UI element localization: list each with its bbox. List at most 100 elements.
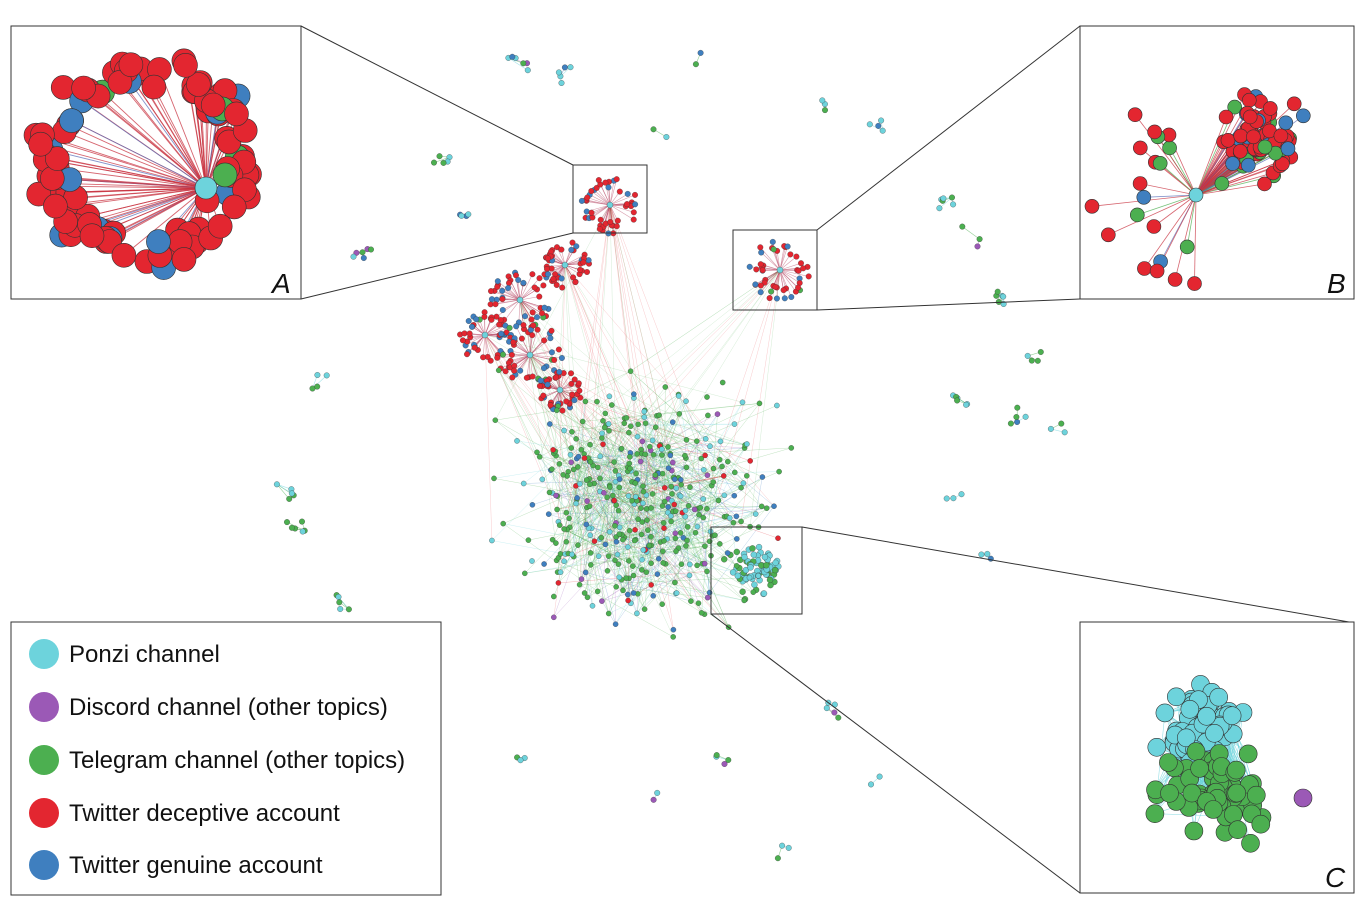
graph-node xyxy=(604,494,610,501)
graph-edge xyxy=(484,334,488,357)
graph-edge xyxy=(503,405,777,524)
graph-node xyxy=(642,451,648,458)
graph-node xyxy=(578,576,585,582)
graph-edge xyxy=(642,521,754,593)
graph-node xyxy=(750,551,757,558)
legend-label-telegram: Telegram channel (other topics) xyxy=(69,747,405,774)
graph-node xyxy=(511,367,518,374)
graph-node xyxy=(757,261,764,268)
graph-node xyxy=(650,796,657,803)
graph-node xyxy=(1182,783,1202,803)
graph-node xyxy=(545,271,551,278)
graph-node xyxy=(610,492,616,499)
graph-node xyxy=(494,278,501,285)
graph-node xyxy=(221,194,247,220)
graph-node xyxy=(541,365,547,372)
graph-node xyxy=(710,479,717,485)
graph-edge xyxy=(496,299,521,317)
graph-node xyxy=(648,560,654,566)
graph-node xyxy=(1000,293,1007,300)
graph-node xyxy=(508,351,515,358)
graph-node xyxy=(431,159,437,166)
graph-node xyxy=(584,269,590,275)
graph-node xyxy=(583,477,590,483)
graph-node xyxy=(584,594,591,601)
graph-node xyxy=(781,295,788,302)
graph-edge xyxy=(701,414,718,613)
graph-edge xyxy=(624,537,720,545)
graph-node xyxy=(1152,156,1168,171)
graph-node xyxy=(634,433,641,440)
graph-node xyxy=(207,213,233,239)
graph-edge xyxy=(519,299,706,456)
graph-edge xyxy=(579,445,660,585)
graph-node xyxy=(687,561,693,568)
graph-node xyxy=(1238,744,1258,764)
graph-node xyxy=(1205,723,1224,743)
graph-node xyxy=(768,288,775,295)
graph-edge xyxy=(630,563,666,604)
graph-node xyxy=(567,64,574,71)
inset-c: C xyxy=(1079,621,1355,894)
graph-edge xyxy=(664,444,746,502)
graph-node xyxy=(694,438,700,444)
graph-node xyxy=(549,536,556,543)
graph-edge xyxy=(543,497,608,565)
graph-node xyxy=(635,516,641,522)
graph-node xyxy=(747,564,754,571)
graph-edge xyxy=(609,204,634,395)
graph-node xyxy=(635,421,641,428)
graph-node xyxy=(1204,800,1223,819)
graph-edge xyxy=(508,282,521,301)
graph-node xyxy=(632,527,638,533)
graph-edge xyxy=(589,447,792,507)
graph-node xyxy=(683,543,689,549)
graph-node xyxy=(770,246,777,253)
graph-edge xyxy=(495,419,554,454)
graph-edge xyxy=(621,534,629,601)
graph-edge xyxy=(529,329,538,356)
graph-node xyxy=(805,273,812,280)
graph-edge xyxy=(642,551,677,560)
graph-node xyxy=(627,454,633,460)
graph-node xyxy=(626,460,633,467)
graph-edge xyxy=(102,91,207,189)
graph-node xyxy=(627,368,634,374)
graph-node xyxy=(725,757,732,763)
legend-label-discord: Discord channel (other topics) xyxy=(69,694,388,721)
graph-edge xyxy=(755,269,781,285)
graph-node xyxy=(697,49,704,56)
graph-node xyxy=(624,190,631,197)
graph-edge xyxy=(524,506,590,574)
graph-edge xyxy=(779,246,785,271)
graph-edge xyxy=(568,386,666,519)
graph-edge xyxy=(645,269,781,455)
graph-node xyxy=(1145,804,1165,824)
graph-node xyxy=(661,498,668,505)
graph-edge xyxy=(564,264,775,507)
graph-edge xyxy=(591,474,656,529)
graph-node xyxy=(200,92,226,118)
legend-item-genuine: Twitter genuine account xyxy=(29,850,323,880)
graph-edge xyxy=(519,299,557,544)
graph-node xyxy=(602,179,609,186)
graph-edge xyxy=(618,510,648,521)
graph-node xyxy=(683,437,690,443)
graph-edge xyxy=(709,506,775,593)
graph-edge xyxy=(675,517,730,539)
graph-node xyxy=(609,402,615,408)
graph-edge xyxy=(579,204,611,585)
graph-node xyxy=(684,537,690,544)
graph-node xyxy=(974,243,981,250)
graph-node xyxy=(550,447,556,453)
graph-node xyxy=(868,781,874,788)
graph-node xyxy=(632,480,639,486)
graph-edge xyxy=(559,373,572,391)
graph-edge xyxy=(666,481,714,540)
graph-node xyxy=(795,267,802,274)
graph-edge xyxy=(526,354,531,378)
graph-edge xyxy=(641,487,665,535)
graph-edge xyxy=(589,460,712,486)
graph-node xyxy=(314,372,321,378)
graph-edge xyxy=(609,204,634,213)
